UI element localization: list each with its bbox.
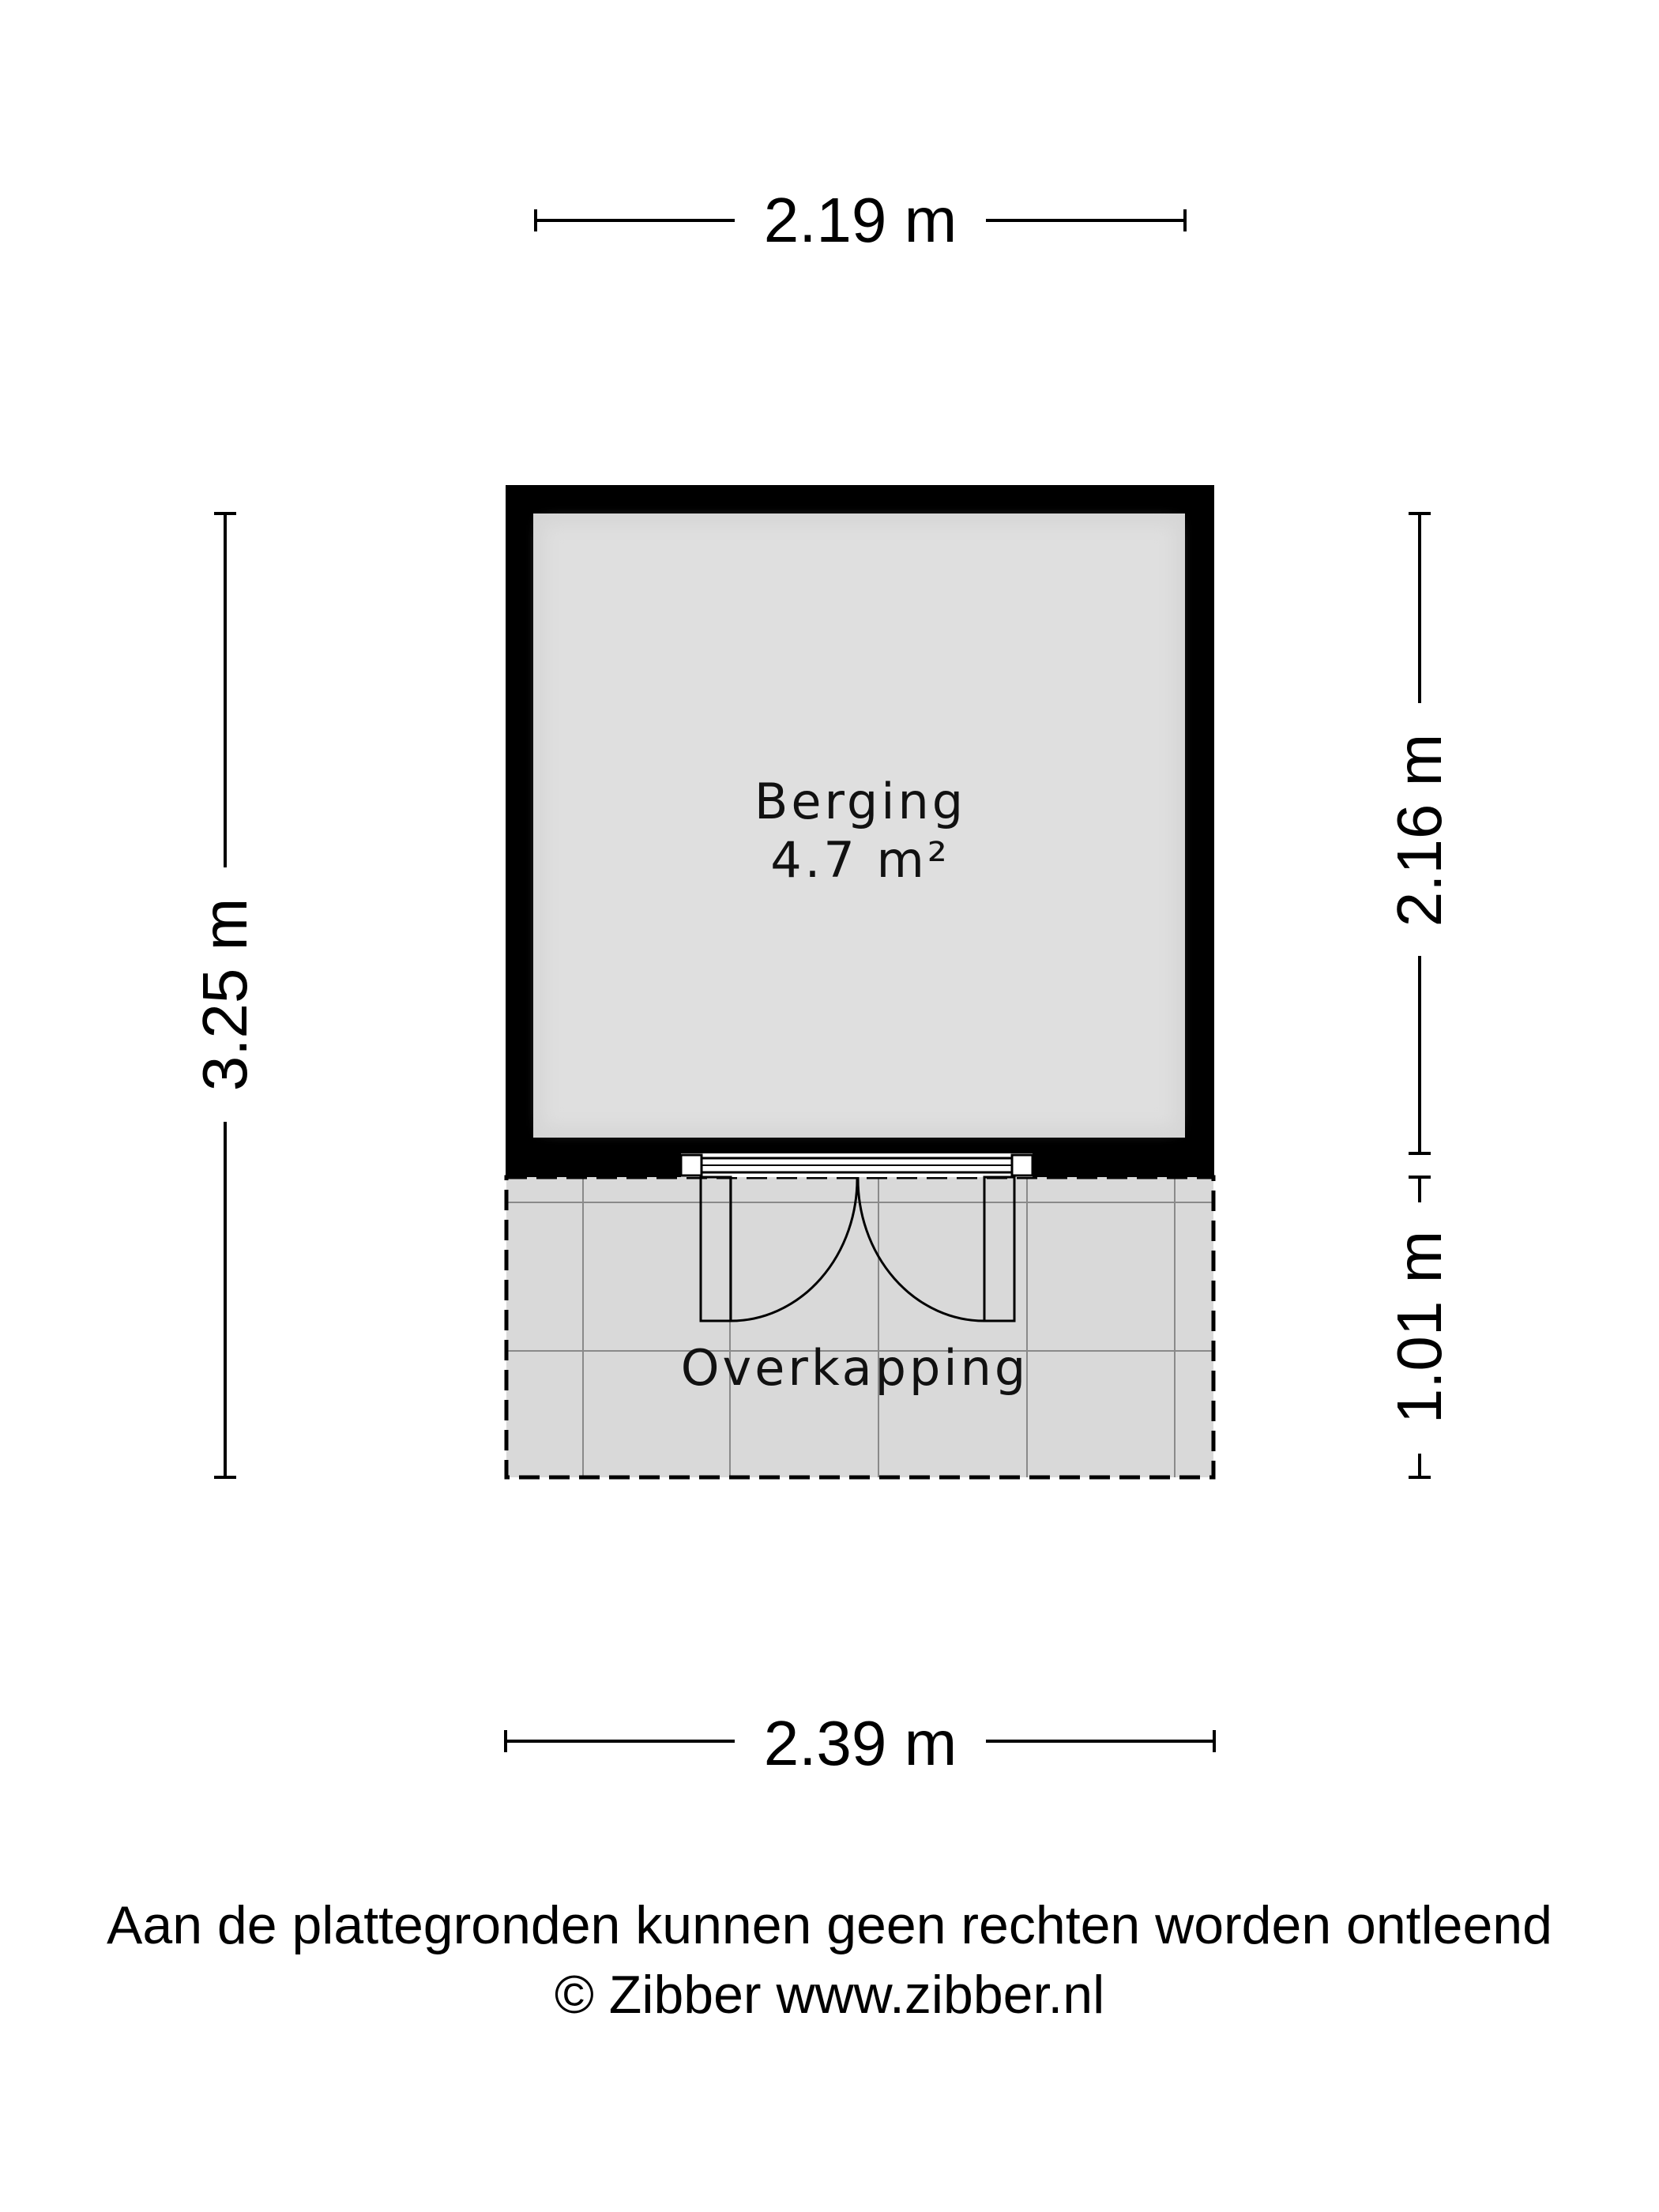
dimension-left: 3.25 m — [190, 512, 260, 1479]
dimension-top-label: 2.19 m — [764, 185, 957, 255]
floor-tile-grid — [506, 1177, 1213, 1477]
copyright-text: © Zibber www.zibber.nl — [554, 1965, 1105, 2025]
room-name-berging: Berging — [754, 773, 966, 830]
dimension-right-lower-label: 1.01 m — [1384, 1231, 1454, 1424]
dimension-top: 2.19 m — [534, 185, 1187, 255]
dimension-right: 2.16 m 1.01 m — [1384, 512, 1454, 1479]
overkapping-area — [504, 1175, 1216, 1480]
dimension-bottom-label: 2.39 m — [764, 1708, 957, 1778]
dimension-bottom: 2.39 m — [504, 1708, 1216, 1778]
disclaimer-text: Aan de plattegronden kunnen geen rechten… — [107, 1895, 1552, 1955]
dimension-right-upper-label: 2.16 m — [1384, 734, 1454, 927]
dimension-left-label: 3.25 m — [190, 898, 260, 1092]
room-area-berging: 4.7 m² — [770, 831, 950, 889]
double-door — [679, 1153, 1034, 1322]
berging-room — [506, 485, 1214, 1177]
room-name-overkapping: Overkapping — [681, 1339, 1029, 1397]
